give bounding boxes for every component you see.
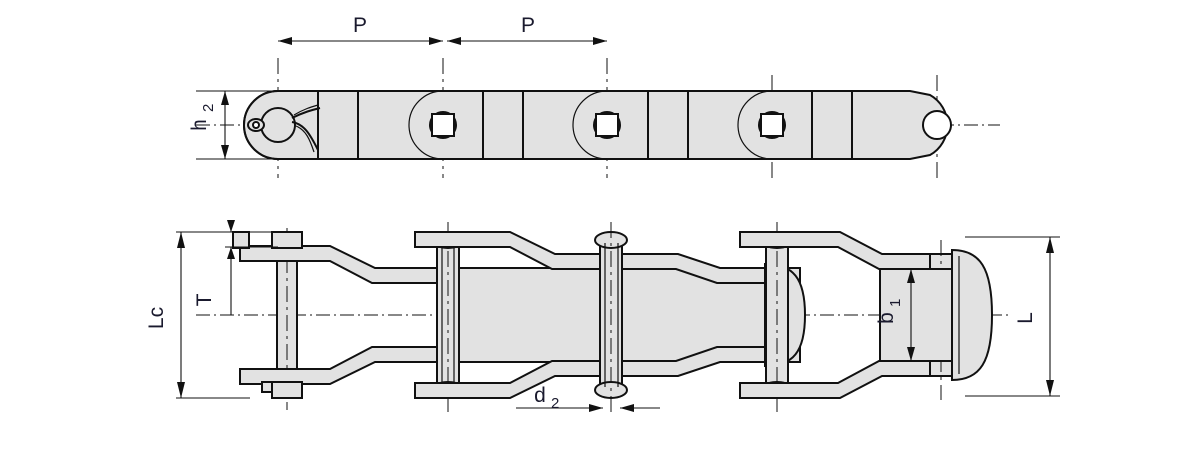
dimension-label-plate-thickness: T	[193, 293, 216, 306]
plan-view-group: Lc T b 1	[145, 220, 1060, 412]
dimension-pin-diameter: d 2	[516, 384, 660, 412]
dimension-pitch-2: P	[447, 14, 607, 45]
pin-nut-left-top	[271, 231, 303, 249]
side-view-left-end-arc	[243, 90, 279, 160]
pin-head-1	[429, 111, 457, 139]
open-bore	[922, 110, 952, 140]
dimension-plate-thickness: T	[193, 220, 278, 315]
dimension-plate-height: h 2	[188, 90, 286, 160]
dimension-label-overall-length: L	[1014, 312, 1037, 324]
roller-arc-1	[408, 90, 444, 160]
dimension-pitch-1: P	[278, 14, 443, 45]
pin-head-3	[758, 111, 786, 139]
dimension-label-pitch-1: P	[353, 14, 367, 37]
pin-head-2	[593, 111, 621, 139]
cotter-tab-plan	[232, 231, 250, 249]
bushing-roller-1	[454, 267, 601, 363]
inner-plate-1-lower	[239, 346, 456, 385]
dimension-roller-width: b 1	[875, 269, 915, 361]
dimension-label-roller-width: b	[875, 312, 898, 324]
dimension-label-plate-height-subscript: 2	[200, 104, 217, 112]
end-roller-nose	[951, 248, 994, 382]
dimension-label-overall-width: Lc	[145, 307, 168, 329]
side-view-group: P P h 2	[188, 14, 1000, 178]
roller-arc-3	[737, 90, 773, 160]
pin-nut-left-bottom	[261, 381, 303, 399]
dimension-overall-length: L	[965, 236, 1060, 397]
dimension-overall-width: Lc	[145, 231, 250, 399]
dimension-label-roller-width-subscript: 1	[887, 299, 904, 307]
dimension-label-pin-diameter-subscript: 2	[551, 395, 559, 412]
dimension-label-pitch-2: P	[521, 14, 535, 37]
side-view-plate-divisions	[317, 91, 853, 159]
pin-assembly-3	[594, 222, 628, 412]
end-link-tube	[879, 268, 953, 362]
roller-arc-2	[572, 90, 608, 160]
inner-plate-1-upper	[239, 245, 456, 284]
dimension-label-pin-diameter: d	[534, 384, 546, 407]
cotter-pin-detail	[247, 104, 321, 153]
dimension-label-plate-height: h	[188, 119, 211, 131]
